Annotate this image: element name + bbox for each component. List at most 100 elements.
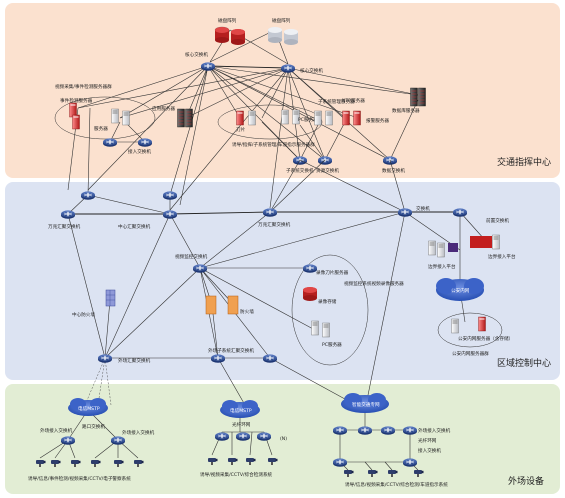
ring-access-label: 接入交换机	[418, 447, 441, 454]
storage-label: 录像存储	[318, 298, 337, 305]
switch-icon	[162, 210, 178, 220]
switch-icon	[280, 64, 296, 74]
switch-icon	[97, 354, 113, 364]
server-icon	[342, 110, 350, 126]
field-access-left: 外场接入交换机 外场接入交换机 路口交换机 诱导/信息/事件检测/视频采集/CC…	[28, 423, 155, 482]
firewall-label: 防火墙	[240, 308, 254, 315]
center-aggregation-switch: 中心汇聚交换机	[80, 191, 178, 230]
gateway-device-icon	[470, 236, 492, 248]
pub-server-label: 公安内网服务器（含存储）	[458, 335, 513, 342]
warn-server-label: 报警服务器	[366, 117, 389, 124]
firewall-pair: 防火墙	[205, 295, 254, 315]
center-fw-label: 中心防火墙	[72, 311, 95, 318]
server-icon	[325, 110, 333, 126]
server-icon	[428, 240, 436, 256]
zone-top-label: 交通指挥中心	[497, 156, 551, 168]
disk-array-label-1: 磁盘阵列	[218, 17, 237, 24]
video-sys-label: 视频监控系统视频录像服务器	[344, 280, 404, 287]
core-switch-2: 核心交换机	[280, 64, 323, 74]
border-platform-label-2: 边界接入平台	[488, 253, 516, 260]
center-firewall: 中心防火墙	[72, 289, 116, 318]
ntp-warn-server-group: NTP服务器 报警服务器	[342, 97, 389, 126]
server-icon	[111, 108, 119, 124]
video-sw-label: 视频监控交换机	[175, 253, 208, 260]
switch-icon	[235, 432, 251, 442]
cloud2-label: 电信MSTP	[230, 407, 252, 414]
sub-sw-label: 子系统交换机	[286, 167, 314, 174]
public-server-group: 公安内网服务器（含存储） 公安内网服务器群	[437, 312, 513, 357]
field-access-ring-label: 外场接入交换机	[418, 427, 451, 434]
core-switch-label-1: 核心交换机	[185, 51, 208, 58]
resource-sw-label: 资源交换机	[316, 167, 339, 174]
optical-label: 光纤环网	[232, 421, 251, 428]
server-icon	[314, 110, 322, 126]
public-net-label: 公安内网	[451, 287, 470, 294]
switch-icon	[262, 354, 278, 364]
app-server-rack: 应用服务器	[152, 105, 193, 128]
its-private-network: 智能交通专网	[341, 393, 389, 413]
zone-traffic-command-center: 交通指挥中心	[5, 3, 560, 178]
switch-icon	[380, 426, 396, 436]
server-label: 服务器	[94, 125, 108, 132]
server-icon	[353, 110, 361, 126]
firewall-icon	[105, 289, 116, 307]
ext-access-sw-label: 外场子系统汇聚交换机	[208, 347, 254, 354]
server-icon	[311, 320, 319, 336]
switch-icon	[357, 426, 373, 436]
switch-icon	[137, 138, 153, 148]
video-recording-cluster: 录像刀片服务器 录像存储 视频监控系统视频录像服务器 PC服务器	[291, 254, 404, 366]
server-icon	[122, 110, 130, 126]
disk-array-group: 磁盘阵列 磁盘阵列	[214, 17, 298, 45]
db-server-label: 数据库服务器	[392, 107, 420, 114]
zone-mid-label: 区域控制中心	[497, 357, 551, 369]
zone-regional-control-center: 区域控制中心	[5, 182, 560, 380]
blade-label: 刀片	[236, 126, 246, 133]
switch-icon	[262, 208, 278, 218]
field-access-middle: 光纤环网 (N) 诱导/视频采集/CCTV/综合检测系统	[200, 421, 287, 478]
zone-mid-background	[5, 182, 560, 380]
field-access-label: 外场接入交换机	[122, 429, 155, 436]
mstp-cloud-2: 电信MSTP	[220, 400, 260, 418]
cluster-group-label: 诱导/指挥/子系统管理/车道指示服务器群	[232, 141, 315, 148]
core-switch-label-2: 核心交换机	[300, 67, 323, 74]
sw-right-label: 交换机	[416, 205, 430, 212]
rack-icon	[177, 108, 185, 128]
switch-icon	[60, 210, 76, 220]
switch-icon	[102, 138, 118, 148]
gbe-left-label: 万兆汇聚交换机	[48, 223, 81, 230]
switch-icon	[80, 191, 96, 201]
ext-sw-label: 外场汇聚交换机	[118, 357, 151, 364]
firewall-icon	[227, 295, 239, 315]
server-icon	[72, 114, 80, 130]
ntp-label: NTP服务器	[342, 97, 365, 104]
pc-server-label-mid: PC服务器	[322, 341, 342, 348]
sub-mgmt-label: 子系统管理服务器	[318, 98, 355, 105]
gbe-mid-label: 万兆汇聚交换机	[258, 221, 291, 228]
video-server-group-label: 视频采集/事件检测服务器群	[55, 83, 112, 90]
switch-right: 交换机	[397, 205, 430, 218]
zone-top-background	[5, 3, 560, 178]
rack-icon	[418, 87, 426, 107]
storage-server-label: 录像刀片服务器	[316, 269, 349, 276]
server-icon	[281, 109, 289, 125]
server-icon	[492, 234, 500, 250]
switch-icon	[302, 264, 318, 274]
switch-icon	[332, 458, 348, 468]
switch-icon	[214, 432, 230, 442]
server-icon	[451, 318, 459, 334]
server-icon	[322, 322, 330, 338]
border-access-platform: 边界接入平台 边界接入平台	[428, 234, 516, 270]
rack-icon	[410, 87, 418, 107]
switch-icon	[317, 156, 333, 166]
zone-bot-label: 外场设备	[508, 475, 544, 487]
pc-server-label: PC服务器	[298, 116, 318, 123]
data-switch: 数据交换机	[382, 156, 405, 174]
switch-icon	[402, 426, 418, 436]
event-server-label: 事件检测服务器	[60, 97, 93, 104]
cap1-label: 诱导/信息/事件检测/视频采集/CCTV/电子警察系统	[28, 475, 131, 482]
road-sw-label: 路口交换机	[82, 423, 105, 430]
app-server-label: 应用服务器	[152, 105, 175, 112]
subsystem-switch: 子系统交换机	[286, 156, 314, 174]
core-switch-1: 核心交换机	[185, 51, 216, 72]
